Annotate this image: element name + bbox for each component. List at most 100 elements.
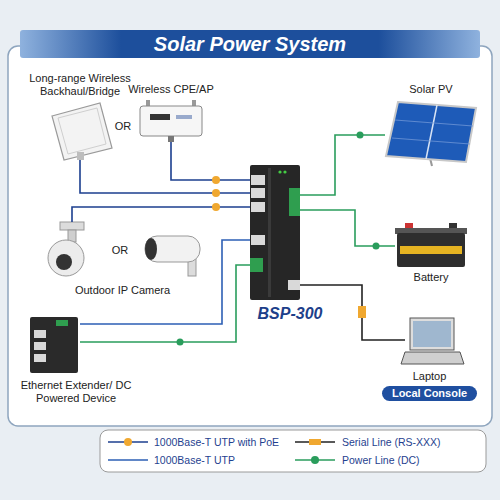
console-port [288,280,300,290]
serial-tag [309,439,321,445]
or-label: OR [112,244,129,257]
pv-module [386,102,476,162]
device-caption: Wireless CPE/AP [128,83,214,96]
device-caption: Ethernet Extender/ DC Powered Device [19,379,134,405]
dc-dot [311,456,319,464]
legend-holder: 1000Base-T UTP [154,454,235,466]
device-node: LaptopLocal Console [405,316,462,366]
cpe-led [176,115,192,119]
caption-holder: Battery [414,271,449,284]
or-label: OR [115,120,132,133]
laptop-screen [410,318,454,350]
rj45-port [34,342,46,350]
device-node: Long-range Wireless Backhaul/Bridge [45,102,115,160]
laptop [401,318,464,364]
poe-dot [124,438,132,446]
caption-holder: Local Console [382,386,477,401]
connector [171,142,250,184]
pv-grid [426,105,437,159]
poe-dot [212,176,220,184]
camera-lens [56,254,72,270]
rj45-port [251,235,265,245]
connector-line [80,240,250,324]
device-node: Solar PV [385,100,477,166]
cpe-device [140,100,202,142]
device-node: Wireless CPE/AP [138,100,204,142]
label-holder: OR [115,120,132,133]
caption-holder: Outdoor IP Camera [75,284,170,297]
pv-grid [392,138,470,144]
camera-lens [145,238,157,260]
solar-panel [386,102,476,166]
connector-line [300,135,385,195]
legend-text: Power Line (DC) [342,454,420,466]
legend-text: 1000Base-T UTP [154,454,235,466]
connector-line [80,160,250,193]
dc-dot [373,243,380,250]
battery-stripe [400,246,462,254]
caption-holder: Ethernet Extender/ DC Powered Device [19,379,134,405]
poe-dot [212,203,220,211]
laptop-base [401,352,464,364]
legend-holder: Power Line (DC) [342,454,420,466]
connector-line [72,207,250,222]
camera-mount [60,222,84,230]
serial-tag [358,306,366,318]
caption-holder: BSP-300 [258,304,323,323]
terminal-block [56,320,68,326]
connector [72,203,250,222]
cpe-body [140,106,202,136]
extender-housing [30,317,78,373]
legend-holder: Serial Line (RS-XXX) [342,436,441,448]
unit-housing [250,165,300,300]
connector [300,210,395,250]
legend-holder: 1000Base-T UTP with PoE [154,436,279,448]
antenna-face [58,108,106,154]
device-caption: Outdoor IP Camera [75,284,170,297]
device-node: Ethernet Extender/ DC Powered Device [28,315,80,375]
status-led [278,170,281,173]
connector [80,265,250,346]
status-led [283,170,286,173]
dc-dot [177,339,184,346]
title-banner [20,30,480,58]
caption-holder: Laptop [413,370,447,383]
device-node: Battery [395,223,467,267]
diagram-title: Solar Power System [154,32,346,56]
rj45-port [251,202,265,212]
connector [300,132,385,196]
legend-text: 1000Base-T UTP with PoE [154,436,279,448]
bsp-unit [250,165,300,300]
caption-holder: Solar PV [409,83,452,96]
rj45-port [34,354,46,362]
pv-grid [395,120,473,126]
cpe-logo [150,114,170,120]
caption-holder: Long-range Wireless Backhaul/Bridge [23,72,138,98]
caption-holder: Wireless CPE/AP [128,83,214,96]
battery-body [397,233,465,267]
battery [395,223,467,267]
diagram-panel [8,46,492,426]
connector [80,240,250,324]
legend-text: Serial Line (RS-XXX) [342,436,441,448]
camera-body [145,236,200,262]
cpe-port [168,136,174,142]
connector [80,160,250,197]
rj45-port [251,175,265,185]
laptop-display [413,321,451,347]
rj45-port [34,330,46,338]
label-holder: OR [112,244,129,257]
title-holder: Solar Power System [0,30,500,58]
device-caption: Long-range Wireless Backhaul/Bridge [23,72,138,98]
extender-device [30,317,78,373]
terminal-block [289,188,300,216]
terminal-block [250,258,263,272]
rj45-port [251,188,265,198]
device-caption: Solar PV [409,83,452,96]
dome-camera [48,222,84,276]
legend-box [100,430,486,472]
connector-line [80,265,250,342]
connector-line [300,210,395,246]
